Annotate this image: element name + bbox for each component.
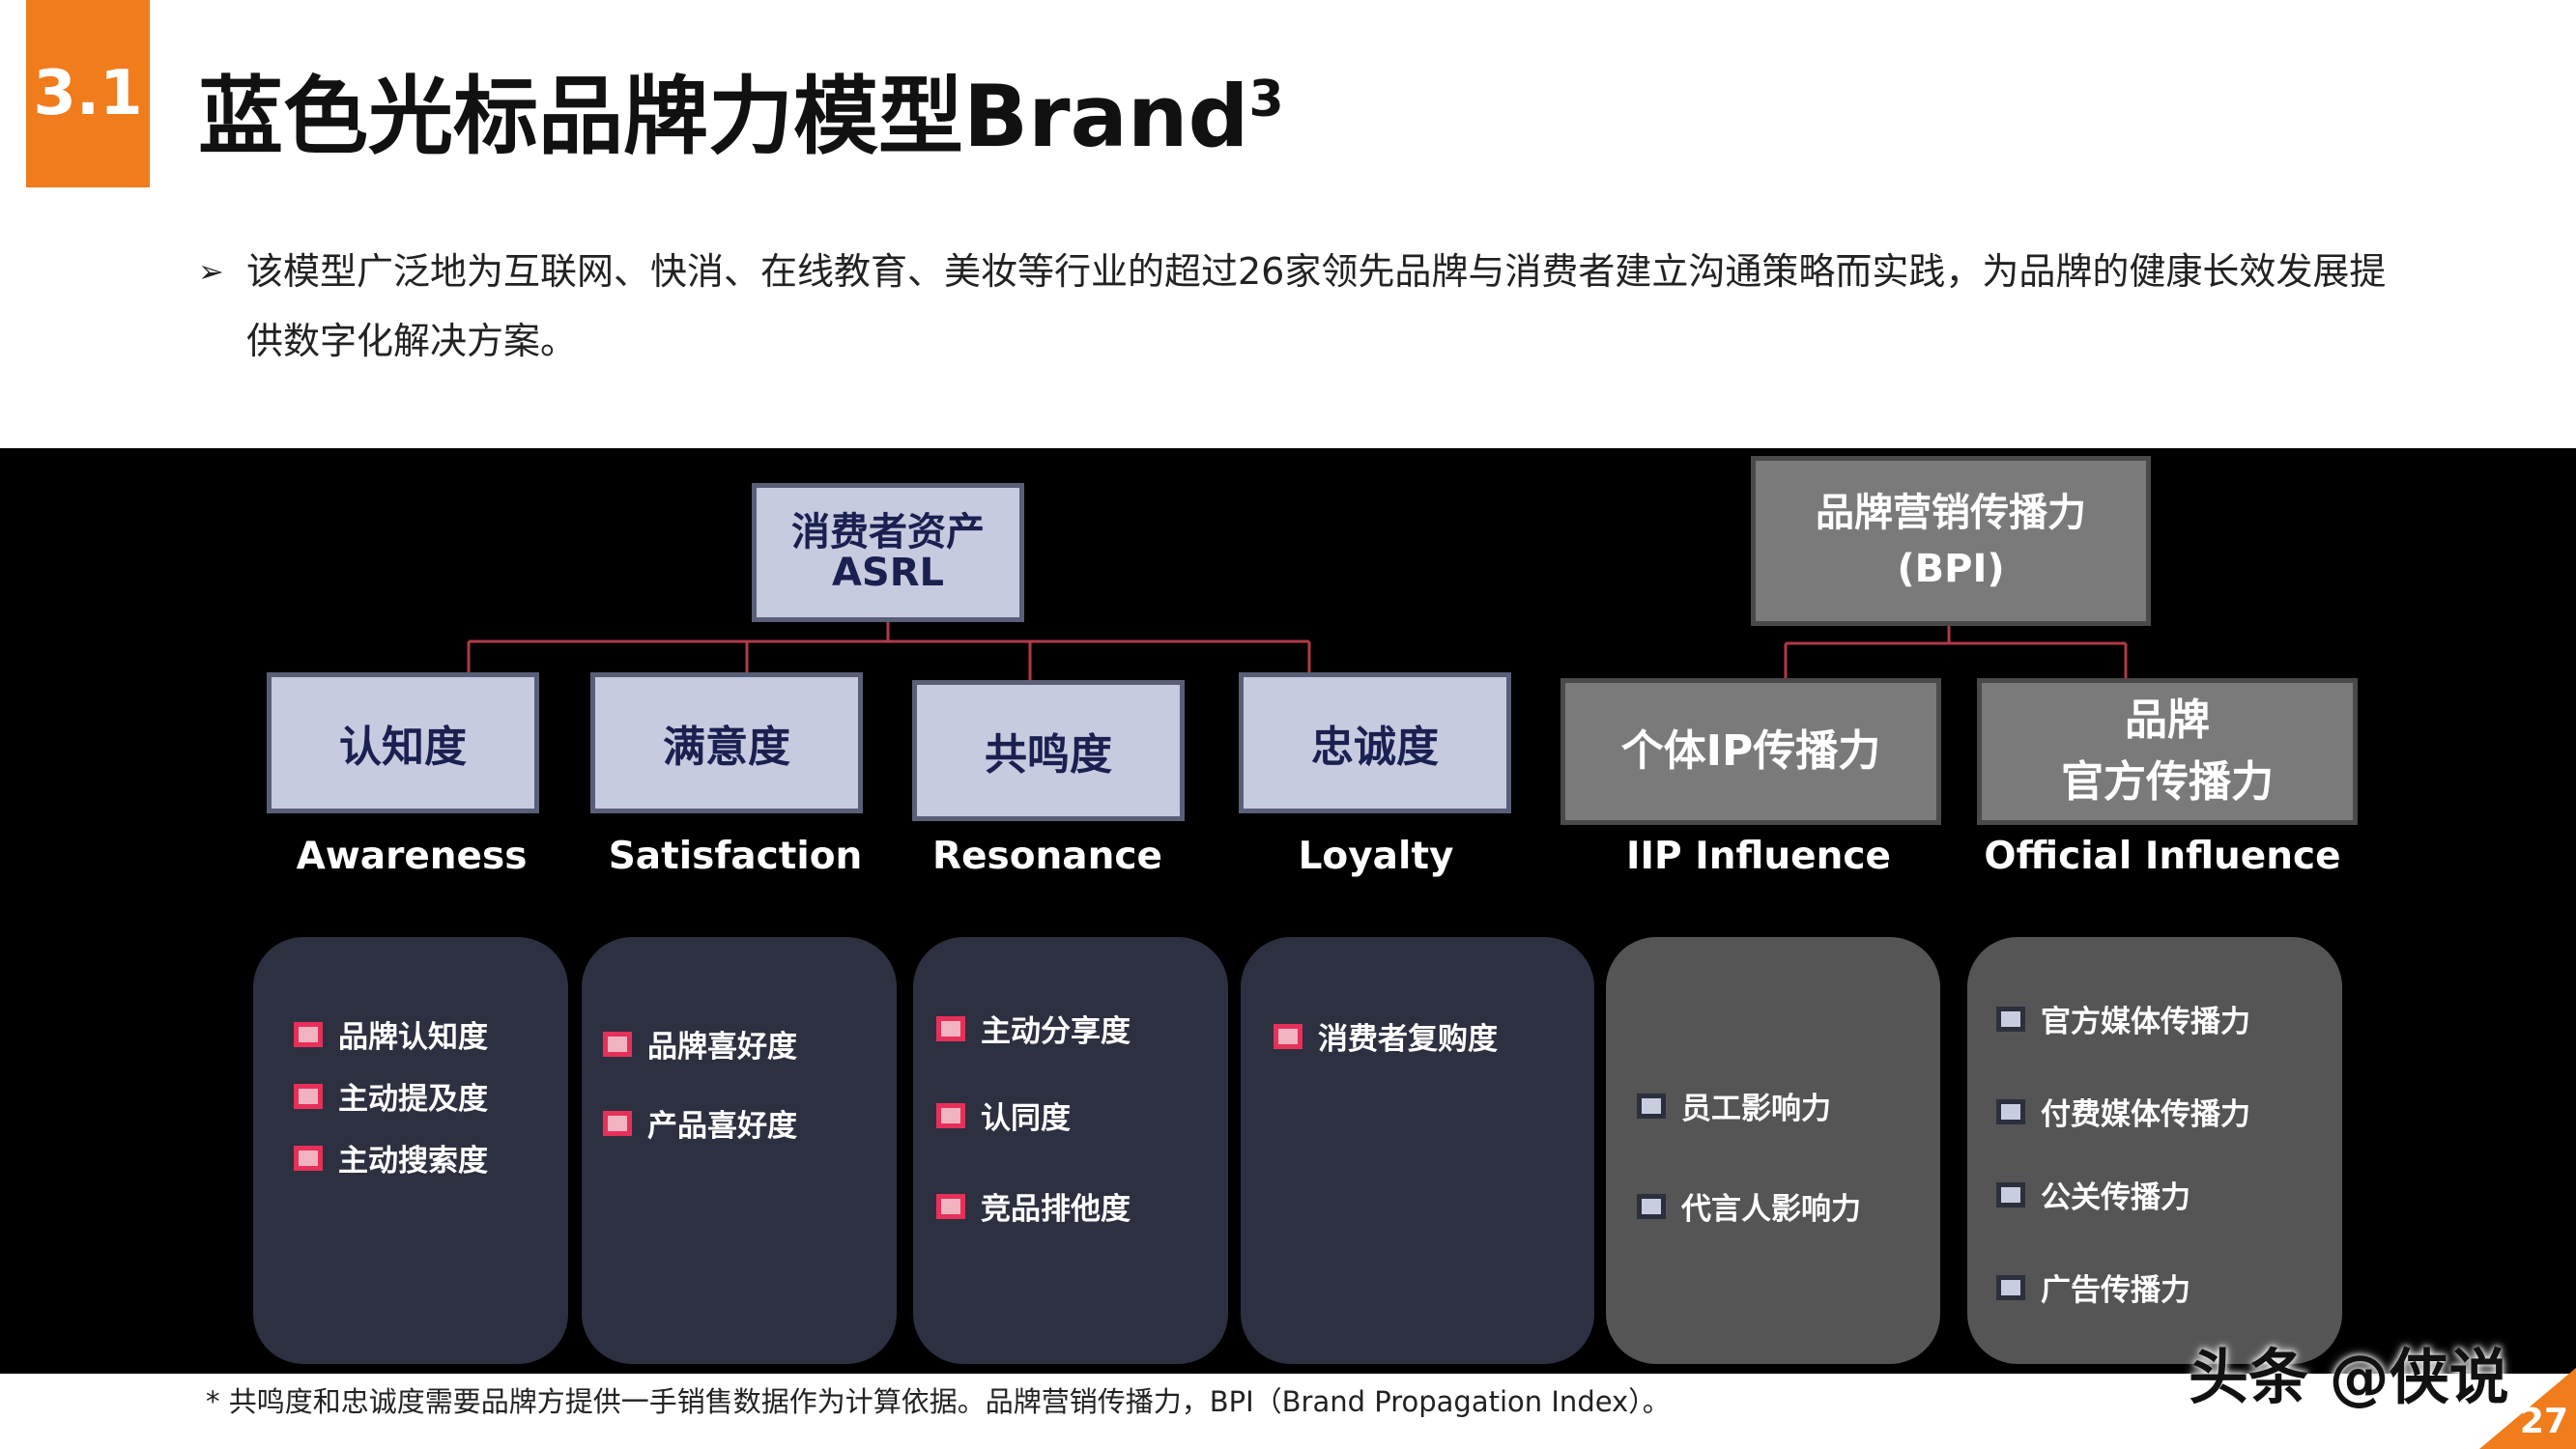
checkbox-marker-icon [294, 1021, 323, 1047]
category-iip-label: 个体IP传播力 [1620, 726, 1881, 777]
metric-label: 广告传播力 [2041, 1273, 2190, 1308]
metric-label: 品牌喜好度 [647, 1030, 797, 1065]
list-item: 消费者复购度 [1274, 1014, 1498, 1058]
checkbox-marker-icon [936, 1102, 965, 1128]
metric-label: 官方媒体传播力 [2041, 1005, 2250, 1039]
asrl-root-label: 消费者资产 [791, 510, 985, 554]
checkbox-marker-icon [1637, 1193, 1666, 1219]
list-item: 公关传播力 [1996, 1173, 2190, 1216]
category-awareness-label: 认知度 [339, 723, 467, 772]
category-satisfaction-box: 满意度 [590, 672, 863, 813]
metric-label: 员工影响力 [1681, 1092, 1831, 1126]
list-item: 主动分享度 [936, 1007, 1131, 1050]
bpi-root-label: 品牌营销传播力 [1816, 491, 2086, 535]
list-item: 广告传播力 [1996, 1265, 2190, 1309]
checkbox-marker-icon [1996, 1181, 2025, 1208]
metric-label: 品牌认知度 [338, 1020, 488, 1055]
metric-label: 竞品排他度 [981, 1192, 1131, 1227]
english-label-loyalty: Loyalty [1298, 835, 1454, 878]
section-number-badge: 3.1 [26, 0, 150, 187]
metric-label: 消费者复购度 [1318, 1022, 1498, 1057]
bpi-root-code: (BPI) [1897, 547, 2005, 591]
list-item: 品牌喜好度 [603, 1022, 797, 1065]
page-corner-triangle [2479, 1368, 2576, 1449]
intro-paragraph: ➢ 该模型广泛地为互联网、快消、在线教育、美妆等行业的超过26家领先品牌与消费者… [198, 237, 2420, 376]
bullet-arrow-icon: ➢ [198, 253, 224, 290]
category-resonance-box: 共鸣度 [912, 680, 1185, 821]
category-awareness-box: 认知度 [267, 672, 539, 813]
list-item: 产品喜好度 [603, 1101, 797, 1145]
category-satisfaction-label: 满意度 [663, 723, 790, 772]
metric-label: 主动提及度 [338, 1082, 488, 1117]
english-label-iip: IIP Influence [1626, 835, 1891, 878]
brand-model-diagram: 消费者资产 ASRL 品牌营销传播力 (BPI) 认知度 满意度 共鸣度 忠诚度… [0, 448, 2576, 1374]
checkbox-marker-icon [1274, 1023, 1302, 1049]
official-metrics-card: 官方媒体传播力 付费媒体传播力 公关传播力 广告传播力 [1967, 937, 2342, 1364]
list-item: 主动搜索度 [294, 1136, 488, 1179]
intro-text: 该模型广泛地为互联网、快消、在线教育、美妆等行业的超过26家领先品牌与消费者建立… [246, 250, 2387, 362]
page-title: 蓝色光标品牌力模型Brand3 [198, 66, 1284, 168]
checkbox-marker-icon [936, 1193, 965, 1219]
watermark: 头条 @侠说 [2189, 1342, 2509, 1412]
metric-label: 主动搜索度 [338, 1144, 488, 1179]
bpi-root-box: 品牌营销传播力 (BPI) [1751, 456, 2151, 626]
checkbox-marker-icon [1996, 1006, 2025, 1032]
metric-label: 主动分享度 [981, 1014, 1131, 1049]
checkbox-marker-icon [936, 1015, 965, 1041]
list-item: 品牌认知度 [294, 1012, 488, 1056]
list-item: 主动提及度 [294, 1074, 488, 1118]
list-item: 官方媒体传播力 [1996, 997, 2250, 1040]
metric-label: 付费媒体传播力 [2041, 1097, 2250, 1132]
page-number: 27 [2519, 1402, 2568, 1441]
list-item: 竞品排他度 [936, 1184, 1131, 1228]
connector-lines [467, 622, 2128, 680]
list-item: 员工影响力 [1637, 1084, 1831, 1127]
asrl-root-box: 消费者资产 ASRL [752, 483, 1024, 622]
english-label-official: Official Influence [1984, 835, 2341, 878]
english-label-awareness: Awareness [296, 835, 528, 878]
checkbox-marker-icon [1996, 1274, 2025, 1300]
footnote: * 共鸣度和忠诚度需要品牌方提供一手销售数据作为计算依据。品牌营销传播力，BPI… [206, 1385, 1671, 1418]
list-item: 付费媒体传播力 [1996, 1090, 2250, 1133]
metric-label: 代言人影响力 [1681, 1192, 1861, 1227]
checkbox-marker-icon [1637, 1093, 1666, 1119]
english-label-satisfaction: Satisfaction [608, 835, 863, 878]
category-resonance-label: 共鸣度 [985, 730, 1112, 780]
metric-label: 认同度 [981, 1101, 1071, 1136]
satisfaction-metrics-card: 品牌喜好度 产品喜好度 [582, 937, 897, 1364]
checkbox-marker-icon [294, 1083, 323, 1109]
checkbox-marker-icon [1996, 1098, 2025, 1124]
page-title-superscript: 3 [1248, 71, 1284, 128]
list-item: 认同度 [936, 1094, 1071, 1137]
awareness-metrics-card: 品牌认知度 主动提及度 主动搜索度 [253, 937, 568, 1364]
checkbox-marker-icon [603, 1110, 632, 1136]
category-loyalty-label: 忠诚度 [1311, 723, 1439, 772]
english-label-resonance: Resonance [932, 835, 1162, 878]
loyalty-metrics-card: 消费者复购度 [1241, 937, 1594, 1364]
category-iip-box: 个体IP传播力 [1560, 678, 1941, 825]
iip-metrics-card: 员工影响力 代言人影响力 [1606, 937, 1940, 1364]
list-item: 代言人影响力 [1637, 1184, 1861, 1228]
category-official-box: 品牌 官方传播力 [1977, 678, 2358, 825]
metric-label: 产品喜好度 [647, 1109, 797, 1144]
category-loyalty-box: 忠诚度 [1239, 672, 1511, 813]
category-official-label-line2: 官方传播力 [2061, 757, 2274, 807]
checkbox-marker-icon [603, 1031, 632, 1057]
page-title-text: 蓝色光标品牌力模型Brand [198, 67, 1249, 166]
checkbox-marker-icon [294, 1145, 323, 1171]
resonance-metrics-card: 主动分享度 认同度 竞品排他度 [913, 937, 1228, 1364]
metric-label: 公关传播力 [2041, 1180, 2190, 1215]
asrl-root-code: ASRL [831, 551, 945, 595]
category-official-label-line1: 品牌 [2125, 696, 2210, 746]
